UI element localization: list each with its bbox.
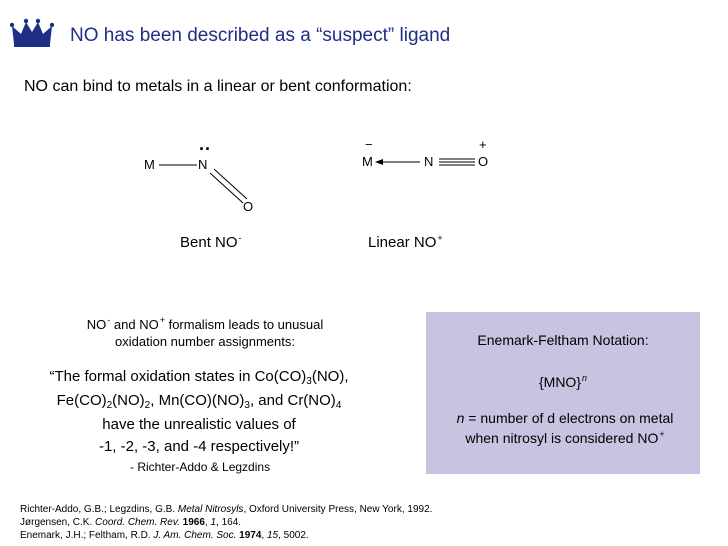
- slide-title: NO has been described as a “suspect” lig…: [70, 25, 451, 46]
- linear-atom-o: O: [478, 154, 489, 169]
- reference-1: Richter-Addo, G.B.; Legzdins, G.B. Metal…: [20, 504, 433, 515]
- bent-lone-pair: ..: [199, 134, 212, 154]
- bent-no-caption: Bent NO-: [180, 233, 242, 251]
- references: Richter-Addo, G.B.; Legzdins, G.B. Metal…: [20, 503, 432, 542]
- bent-atom-o: O: [243, 199, 254, 214]
- bent-atom-n: N: [198, 157, 208, 172]
- linear-atom-n: N: [424, 154, 434, 169]
- linear-atom-m: M: [362, 154, 373, 169]
- ef-notation: {MNO}n: [538, 373, 588, 390]
- linear-charge-m: −: [365, 137, 373, 152]
- bent-no-diagram: M N .. O: [130, 134, 290, 220]
- ef-definition: n = number of d electrons on metal when …: [430, 408, 700, 450]
- quote-line-1: “The formal oxidation states in Co(CO)3(…: [49, 368, 349, 387]
- ef-def-line-1: n = number of d electrons on metal: [456, 410, 674, 426]
- bent-bonds: [159, 164, 248, 204]
- linear-bonds: [375, 158, 475, 166]
- crown-icon: [10, 18, 54, 47]
- quote-block: “The formal oxidation states in Co(CO)3(…: [24, 366, 374, 458]
- quote-line-4: -1, -2, -3, and -4 respectively!”: [98, 438, 300, 455]
- reference-2: Jørgensen, C.K. Coord. Chem. Rev. 1966, …: [20, 517, 242, 528]
- ef-title: Enemark-Feltham Notation:: [477, 332, 649, 348]
- linear-no-diagram: M − N O +: [350, 135, 510, 175]
- formalism-note: NO- and NO+ formalism leads to unusual o…: [60, 315, 350, 350]
- bent-atom-m: M: [144, 157, 155, 172]
- ef-def-line-2: when nitrosyl is considered NO+: [465, 429, 665, 446]
- reference-3: Enemark, J.H.; Feltham, R.D. J. Am. Chem…: [20, 530, 309, 541]
- formalism-line-1: NO- and NO+ formalism leads to unusual: [86, 315, 324, 332]
- quote-attribution: - Richter-Addo & Legzdins: [130, 460, 271, 474]
- linear-charge-o: +: [479, 137, 487, 152]
- quote-line-3: have the unrealistic values of: [102, 416, 296, 433]
- linear-no-caption: Linear NO+: [368, 233, 443, 251]
- formalism-line-2: oxidation number assignments:: [115, 334, 295, 349]
- enemark-feltham-box: Enemark-Feltham Notation: {MNO}n n = num…: [426, 312, 700, 474]
- header-bar: NO has been described as a “suspect” lig…: [0, 0, 728, 58]
- intro-text: NO can bind to metals in a linear or ben…: [24, 78, 412, 95]
- quote-line-2: Fe(CO)2(NO)2, Mn(CO)(NO)3, and Cr(NO)4: [56, 392, 342, 411]
